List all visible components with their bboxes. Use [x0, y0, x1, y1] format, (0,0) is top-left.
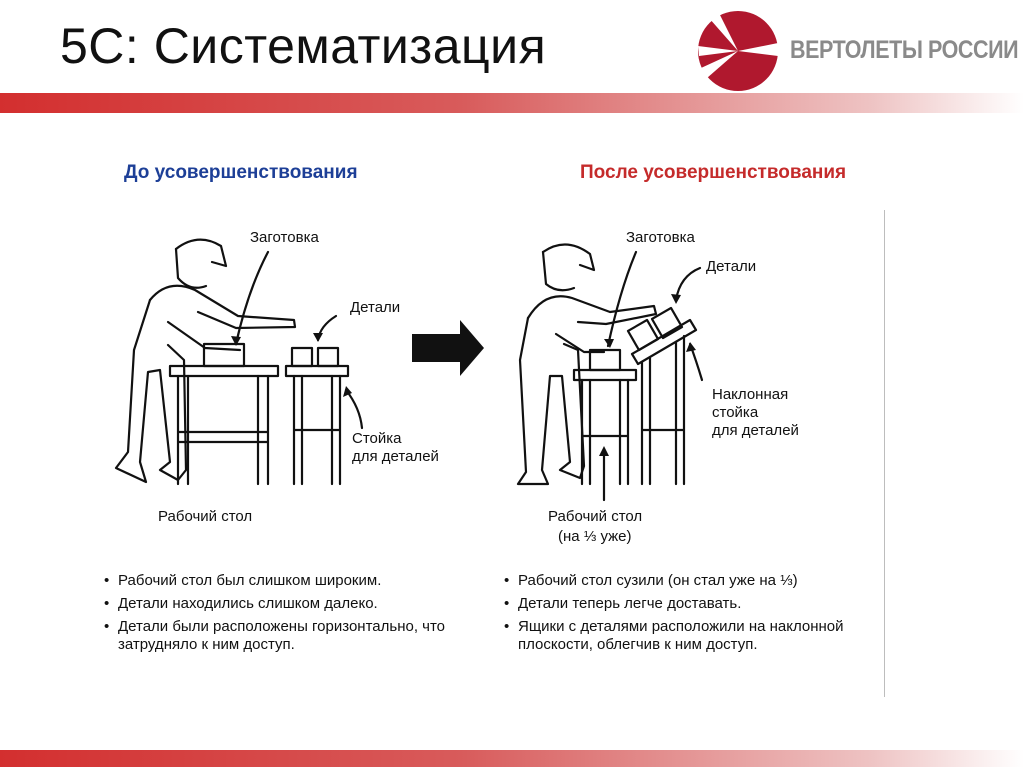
- label-blank-after: Заготовка: [626, 229, 695, 246]
- label-rack-after-1: Наклонная: [712, 386, 789, 403]
- list-item: Детали находились слишком далеко.: [104, 595, 484, 613]
- list-item: Рабочий стол сузили (он стал уже на ⅓): [504, 572, 888, 590]
- footer-accent-band: [0, 750, 1024, 767]
- helicopter-logo-icon: [698, 11, 778, 91]
- transition-arrow-icon: [412, 320, 484, 376]
- after-heading: После усовершенствования: [580, 162, 847, 183]
- label-parts-after: Детали: [706, 258, 757, 275]
- list-item: Рабочий стол был слишком широким.: [104, 572, 484, 590]
- label-rack-after-3: для деталей: [712, 422, 799, 439]
- label-parts-before: Детали: [350, 299, 401, 316]
- slide-title: 5С: Систематизация: [60, 18, 547, 74]
- list-item: Ящики с деталями расположили на наклонно…: [504, 618, 888, 654]
- work-table-before: [168, 342, 280, 486]
- label-blank-before: Заготовка: [250, 229, 319, 246]
- before-heading: До усовершенствования: [124, 162, 358, 183]
- panel-edge: [884, 210, 885, 697]
- label-rack-before-1: Стойка: [352, 430, 402, 447]
- parts-rack-before: [284, 346, 350, 486]
- label-table-before: Рабочий стол: [158, 508, 253, 525]
- worker-after-figure: [516, 243, 658, 486]
- list-item: Детали были расположены горизонтально, ч…: [104, 618, 484, 654]
- label-rack-after-2: стойка: [712, 404, 759, 421]
- list-item: Детали теперь легче доставать.: [504, 595, 888, 613]
- work-table-after: [572, 348, 638, 486]
- header-accent-band: [0, 93, 1024, 113]
- logo-text: ВЕРТОЛЕТЫ РОССИИ: [790, 36, 1019, 64]
- illustration-panel: [100, 207, 886, 697]
- inclined-rack-after: [626, 306, 698, 486]
- before-bullet-list: Рабочий стол был слишком широким. Детали…: [104, 572, 484, 659]
- label-table-after-1: Рабочий стол: [548, 508, 643, 525]
- label-table-after-2: (на ⅓ уже): [558, 528, 632, 545]
- label-rack-before-2: для деталей: [352, 448, 439, 465]
- after-bullet-list: Рабочий стол сузили (он стал уже на ⅓) Д…: [504, 572, 888, 659]
